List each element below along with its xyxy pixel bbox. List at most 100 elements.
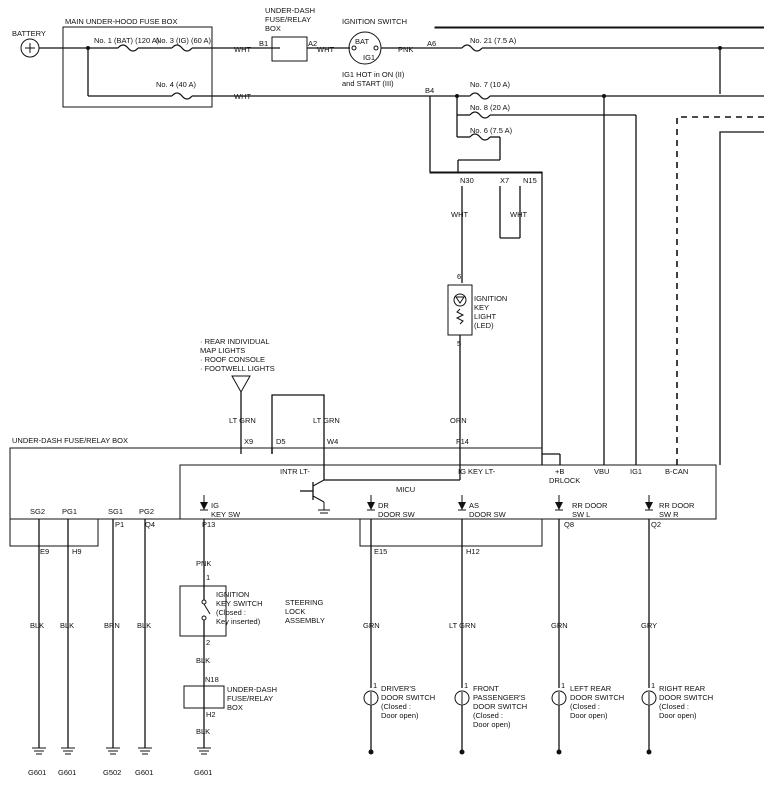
blk-label-3: BLK xyxy=(137,621,151,630)
steering-lock-line1: STEERING xyxy=(285,598,324,607)
as-door-sw-line2: DOOR SW xyxy=(469,510,507,519)
pin-q4: Q4 xyxy=(145,520,155,529)
driver-door-line4: Door open) xyxy=(381,711,419,720)
pin-h9: H9 xyxy=(72,547,82,556)
ign-key-switch-line4: Key inserted) xyxy=(216,617,261,626)
udfrb-bottom-line1: UNDER-DASH xyxy=(227,685,277,694)
fuse-4-symbol xyxy=(171,92,193,100)
fuse-8-label: No. 8 (20 A) xyxy=(470,103,511,112)
ground-symbol xyxy=(197,747,211,755)
wht-label-1: WHT xyxy=(234,45,251,54)
pin-n18: N18 xyxy=(205,675,219,684)
ground-symbol xyxy=(32,747,46,755)
ground-dot xyxy=(646,749,652,755)
lt-grn-label-2: LT GRN xyxy=(313,416,340,425)
grn-label-2: GRN xyxy=(551,621,568,630)
ground-g601-1: G601 xyxy=(28,768,46,777)
wht-label-3: WHT xyxy=(317,45,334,54)
under-dash-box-label: UNDER-DASH FUSE/RELAY BOX xyxy=(12,436,128,445)
pin-p13: P13 xyxy=(202,520,215,529)
intr-lt-label: INTR LT- xyxy=(280,467,310,476)
right-rear-door-line3: (Closed : xyxy=(659,702,689,711)
orn-label: ORN xyxy=(450,416,467,425)
pin-1-dr: 1 xyxy=(373,681,377,690)
ig-key-sw-line2: KEY SW xyxy=(211,510,241,519)
front-pass-door-line2: PASSENGER'S xyxy=(473,693,526,702)
left-rear-door-line2: DOOR SWITCH xyxy=(570,693,624,702)
ig-ig1-label: IG1 xyxy=(363,53,375,62)
front-pass-door-line3: DOOR SWITCH xyxy=(473,702,527,711)
udfrb-top-line2: FUSE/RELAY xyxy=(265,15,311,24)
ignition-switch-label: IGNITION SWITCH xyxy=(342,17,407,26)
under-dash-fuse-relay-box-top xyxy=(271,36,308,62)
sg2-label: SG2 xyxy=(30,507,45,516)
pg2-label: PG2 xyxy=(139,507,154,516)
blk-label-1: BLK xyxy=(30,621,44,630)
ig1-label: IG1 xyxy=(630,467,642,476)
rr-door-sw-r-arrow xyxy=(645,502,653,511)
rr-door-sw-l-line1: RR DOOR xyxy=(572,501,608,510)
steering-lock-line3: ASSEMBLY xyxy=(285,616,325,625)
left-rear-door-line1: LEFT REAR xyxy=(570,684,612,693)
fuse-3-label: No. 3 (IG) (60 A) xyxy=(156,36,212,45)
right-rear-door-line1: RIGHT REAR xyxy=(659,684,706,693)
dr-door-sw-line2: DOOR SW xyxy=(378,510,416,519)
battery-symbol xyxy=(20,38,40,58)
fuse-3-symbol xyxy=(171,44,193,52)
fuse-21-symbol xyxy=(461,44,483,52)
pin-f14: F14 xyxy=(456,437,469,446)
lt-grn-label-1: LT GRN xyxy=(229,416,256,425)
pin-1-ign: 1 xyxy=(206,573,210,582)
fuse-8-symbol xyxy=(469,111,491,119)
front-passenger-door-switch-symbol xyxy=(454,690,470,706)
pin-q2: Q2 xyxy=(651,520,661,529)
pin-5: 5 xyxy=(457,339,461,348)
ign-key-light-line3: LIGHT xyxy=(474,312,497,321)
pin-h12: H12 xyxy=(466,547,480,556)
plus-b-label: +B xyxy=(555,467,564,476)
b-can-dashed-line xyxy=(676,116,764,465)
transistor-symbol xyxy=(300,479,330,514)
ground-g601-3: G601 xyxy=(135,768,153,777)
driver-door-line2: DOOR SWITCH xyxy=(381,693,435,702)
battery-label: BATTERY xyxy=(12,29,46,38)
fuse-7-symbol xyxy=(469,92,491,100)
udfrb-top-line3: BOX xyxy=(265,24,281,33)
ign-key-switch-line1: IGNITION xyxy=(216,590,249,599)
left-rear-door-line4: Door open) xyxy=(570,711,608,720)
fuse-6-label: No. 6 (7.5 A) xyxy=(470,126,513,135)
grn-label-1: GRN xyxy=(363,621,380,630)
blk-label-4: BLK xyxy=(196,656,210,665)
dr-door-sw-arrow xyxy=(367,502,375,511)
ground-dot xyxy=(368,749,374,755)
driver-door-line1: DRIVER'S xyxy=(381,684,416,693)
rear-lights-arrow xyxy=(231,375,251,394)
fuse-6-symbol xyxy=(469,133,491,141)
pin-n15: N15 xyxy=(523,176,537,185)
ign-key-light-line4: (LED) xyxy=(474,321,494,330)
ground-symbol xyxy=(61,747,75,755)
fuse-1-label: No. 1 (BAT) (120 A) xyxy=(94,36,160,45)
pin-e15: E15 xyxy=(374,547,387,556)
front-pass-door-line4: (Closed : xyxy=(473,711,503,720)
rr-door-sw-r-line2: SW R xyxy=(659,510,679,519)
ig-key-sw-arrow xyxy=(200,502,208,511)
resistor-symbol xyxy=(455,308,465,325)
pin-p1: P1 xyxy=(115,520,124,529)
front-pass-door-line1: FRONT xyxy=(473,684,499,693)
udfrb-bottom-line3: BOX xyxy=(227,703,243,712)
pin-w4: W4 xyxy=(327,437,338,446)
main-under-hood-fuse-box xyxy=(62,26,213,108)
pin-d5: D5 xyxy=(276,437,286,446)
gry-label: GRY xyxy=(641,621,657,630)
pin-x9: X9 xyxy=(244,437,253,446)
dr-door-sw-line1: DR xyxy=(378,501,389,510)
ig-note-line1: IG1 HOT in ON (II) xyxy=(342,70,405,79)
ign-key-switch-line2: KEY SWITCH xyxy=(216,599,263,608)
pin-a2: A2 xyxy=(308,39,317,48)
right-rear-door-switch-symbol xyxy=(641,690,657,706)
ig-key-lt-label: IG KEY LT- xyxy=(458,467,496,476)
pnk-label-top: PNK xyxy=(398,45,413,54)
blk-label-5: BLK xyxy=(196,727,210,736)
